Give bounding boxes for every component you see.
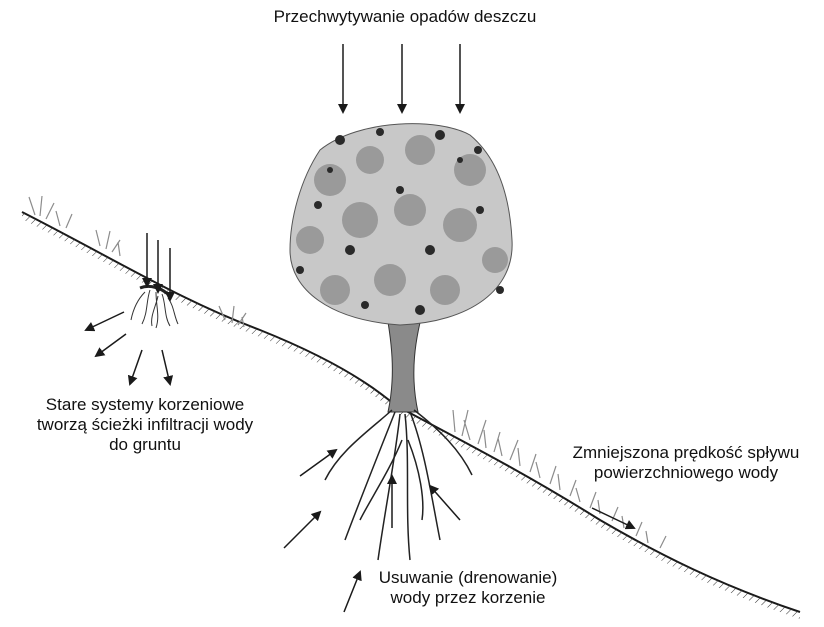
label-old-roots-line-2: tworzą ścieżki infiltracji wody [0, 415, 290, 435]
label-runoff: Zmniejszona prędkość spływu powierzchnio… [556, 443, 816, 483]
label-rain-interception: Przechwytywanie opadów deszczu [190, 7, 620, 27]
label-old-roots: Stare systemy korzeniowe tworzą ścieżki … [0, 395, 290, 455]
label-runoff-line-1: Zmniejszona prędkość spływu [556, 443, 816, 463]
label-drainage-line-2: wody przez korzenie [368, 588, 568, 608]
label-runoff-line-2: powierzchniowego wody [556, 463, 816, 483]
label-drainage: Usuwanie (drenowanie) wody przez korzeni… [368, 568, 568, 608]
label-drainage-line-1: Usuwanie (drenowanie) [368, 568, 568, 588]
tree-roots [325, 410, 472, 560]
label-old-roots-line-3: do gruntu [0, 435, 290, 455]
tree-canopy [290, 124, 512, 325]
rain-arrows [343, 44, 460, 112]
label-old-roots-line-1: Stare systemy korzeniowe [0, 395, 290, 415]
